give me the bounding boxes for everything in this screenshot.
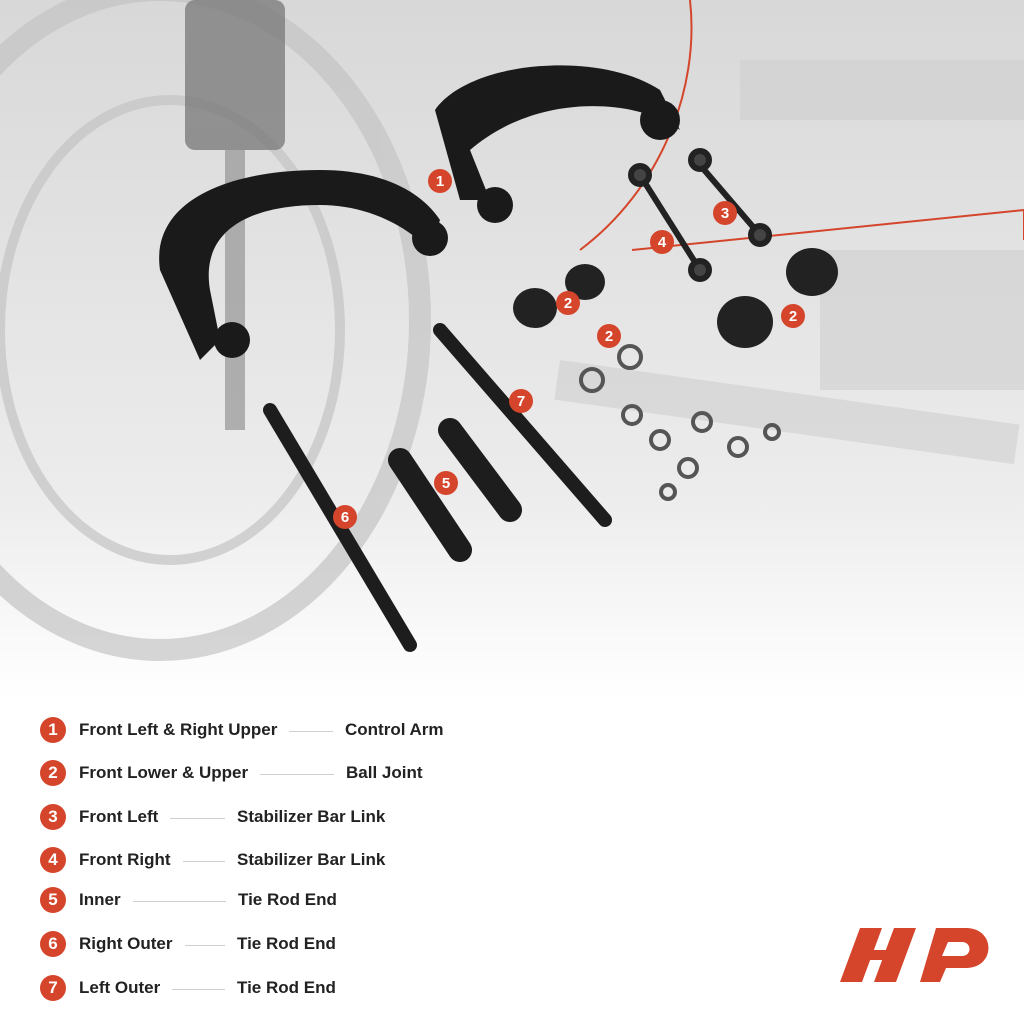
legend-row: 3 Front Left Stabilizer Bar Link (40, 802, 600, 832)
callout-badge-3: 3 (713, 201, 737, 225)
ball-joint (513, 248, 838, 348)
legend-part: Stabilizer Bar Link (237, 807, 386, 826)
legend-divider (289, 731, 333, 732)
legend-position: Front Right (79, 850, 171, 869)
background-wheel (0, 0, 431, 661)
legend-number: 1 (40, 717, 66, 743)
legend-position: Front Left (79, 807, 159, 826)
callout-badge-2: 2 (781, 304, 805, 328)
product-scene-illustration (0, 0, 1024, 700)
legend-row: 2 Front Lower & Upper Ball Joint (40, 758, 600, 788)
legend-divider (260, 774, 334, 775)
legend-divider (170, 818, 225, 819)
legend-part: Control Arm (345, 720, 444, 739)
brand-logo (840, 928, 989, 982)
stabilizer-bar-link (628, 148, 772, 282)
legend-divider (183, 861, 225, 862)
legend-position: Inner (79, 890, 121, 909)
legend-divider (133, 901, 226, 902)
legend-part: Stabilizer Bar Link (237, 850, 386, 869)
upper-control-arm (159, 65, 680, 360)
hardware (579, 344, 781, 501)
callout-badge-2: 2 (556, 291, 580, 315)
legend-position: Right Outer (79, 934, 173, 953)
legend-part: Tie Rod End (238, 890, 337, 909)
legend-position: Front Lower & Upper (79, 763, 249, 782)
legend-part: Ball Joint (346, 763, 423, 782)
legend-number: 5 (40, 887, 66, 913)
legend-row: 4 Front Right Stabilizer Bar Link (40, 845, 600, 875)
legend-number: 4 (40, 847, 66, 873)
background-chassis (554, 60, 1024, 465)
callout-badge-6: 6 (333, 505, 357, 529)
callout-badge-4: 4 (650, 230, 674, 254)
callout-badge-1: 1 (428, 169, 452, 193)
legend-divider (185, 945, 225, 946)
legend-position: Left Outer (79, 978, 161, 997)
legend-part: Tie Rod End (237, 978, 336, 997)
legend-row: 1 Front Left & Right Upper Control Arm (40, 715, 600, 745)
callout-badge-5: 5 (434, 471, 458, 495)
legend-number: 7 (40, 975, 66, 1001)
callout-badge-2: 2 (597, 324, 621, 348)
legend-position: Front Left & Right Upper (79, 720, 278, 739)
legend-divider (172, 989, 225, 990)
legend-row: 7 Left Outer Tie Rod End (40, 973, 600, 1003)
legend-number: 2 (40, 760, 66, 786)
legend-number: 3 (40, 804, 66, 830)
legend-row: 6 Right Outer Tie Rod End (40, 929, 600, 959)
legend-number: 6 (40, 931, 66, 957)
callout-badge-7: 7 (509, 389, 533, 413)
legend-row: 5 Inner Tie Rod End (40, 885, 600, 915)
legend-part: Tie Rod End (237, 934, 336, 953)
